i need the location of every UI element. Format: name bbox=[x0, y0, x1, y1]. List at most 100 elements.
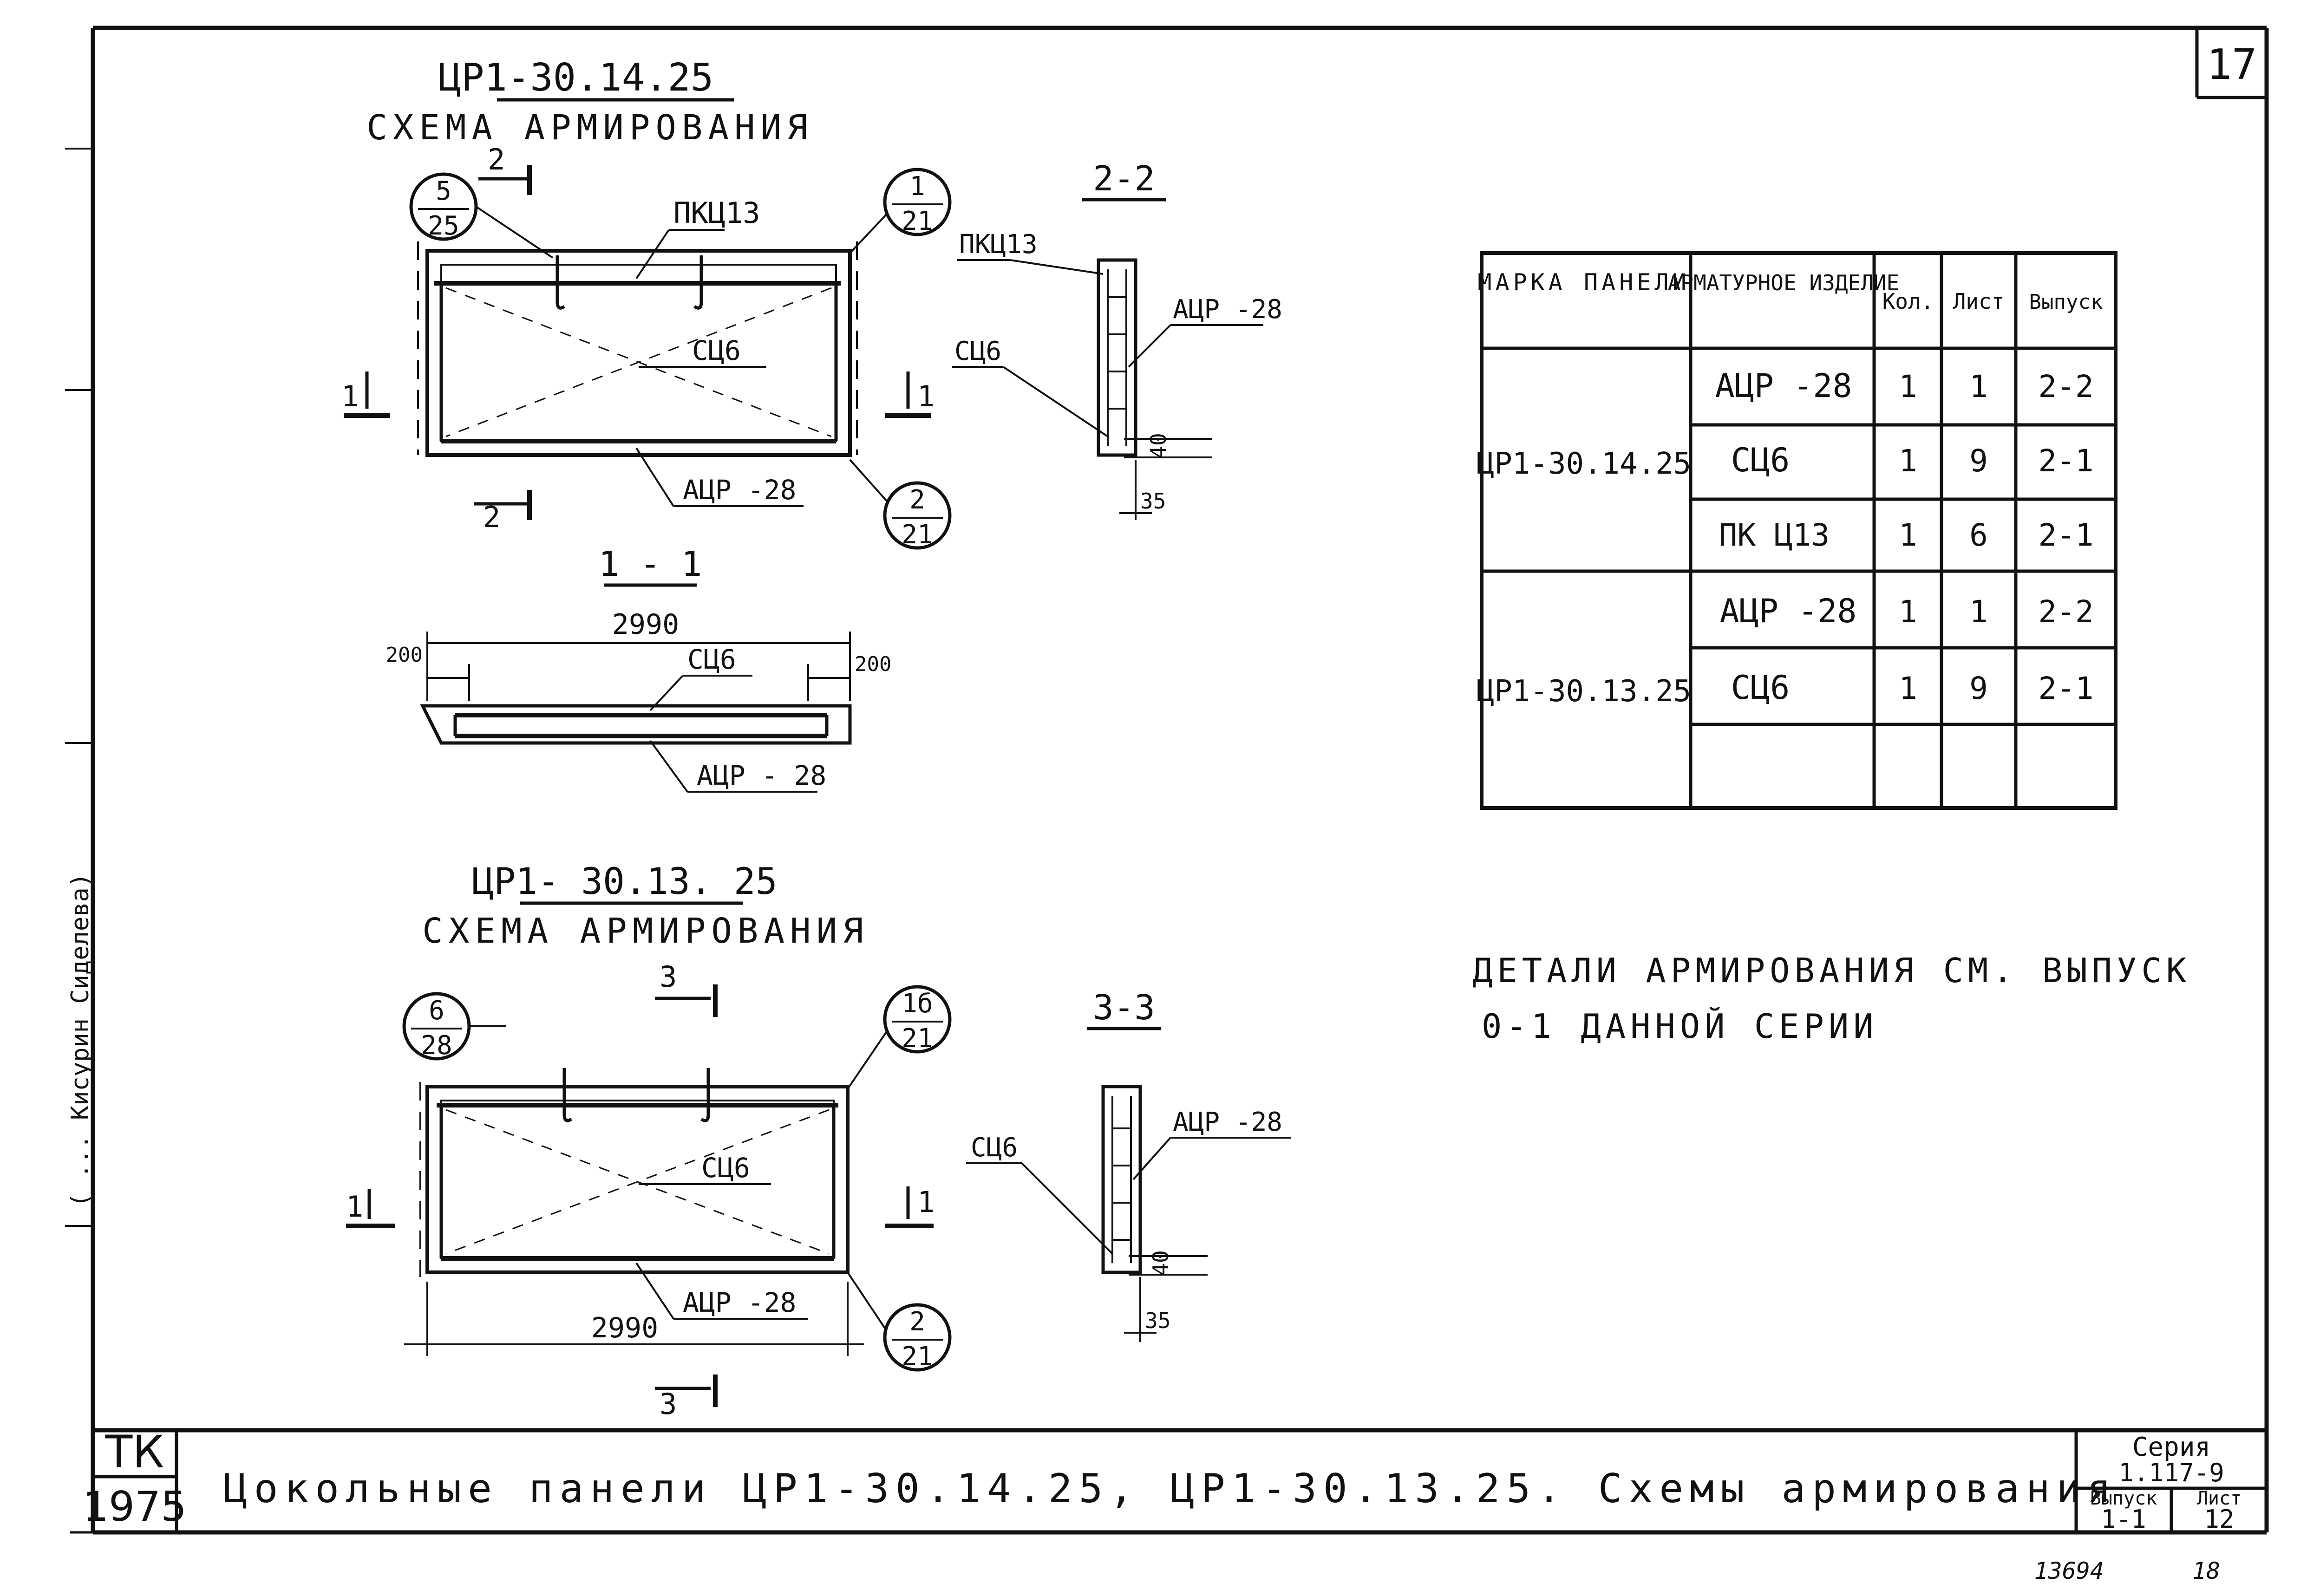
svg-text:3: 3 bbox=[660, 960, 677, 994]
svg-text:1: 1 bbox=[909, 171, 925, 202]
svg-text:2-1: 2-1 bbox=[2038, 517, 2093, 553]
svg-text:21: 21 bbox=[902, 206, 933, 236]
section-3-3-dim-40: 40 bbox=[1148, 1250, 1173, 1276]
sheet-frame bbox=[65, 26, 2269, 1535]
title-block: ТК 1975 Цокольные панели ЦР1-30.14.25, Ц… bbox=[83, 1426, 2267, 1534]
section-2-2-dim-40: 40 bbox=[1146, 433, 1171, 458]
panel-b-callout-1b: 1б 21 bbox=[847, 985, 952, 1090]
svg-text:1: 1 bbox=[1899, 443, 1917, 479]
panel-b-cut-3-top: 3 bbox=[655, 960, 718, 1017]
issue-label: Выпуск bbox=[2090, 1488, 2157, 1509]
svg-text:1: 1 bbox=[1899, 671, 1917, 706]
stamp-year: 1975 bbox=[83, 1483, 187, 1531]
svg-text:2-1: 2-1 bbox=[2038, 671, 2093, 706]
svg-text:2-2: 2-2 bbox=[2038, 369, 2093, 404]
side-signature: ( ... Кисурин Сиделева) bbox=[66, 873, 94, 1207]
sheet-title: Цокольные панели ЦР1-30.14.25, ЦР1-30.13… bbox=[223, 1466, 2117, 1512]
panel-b-label-acr: АЦР -28 bbox=[683, 1287, 796, 1318]
svg-text:28: 28 bbox=[421, 1030, 452, 1061]
table-panel-2: ЦР1-30.13.25 bbox=[1477, 674, 1691, 709]
table-row-2-item: СЦ6 bbox=[1731, 441, 1790, 479]
svg-text:1: 1 bbox=[1969, 594, 1988, 630]
section-2-2: 2-2 ПКЦ13 СЦ6 АЦР -28 40 35 bbox=[952, 159, 1282, 520]
svg-text:1: 1 bbox=[341, 379, 359, 413]
section-3-3-title: 3-3 bbox=[1093, 988, 1155, 1028]
svg-text:3: 3 bbox=[660, 1387, 677, 1421]
svg-text:1: 1 bbox=[1899, 369, 1917, 404]
panel-b-plan: ЦР1- 30.13. 25 СХЕМА АРМИРОВАНИЯ 6 28 1б… bbox=[346, 861, 952, 1421]
svg-text:2-1: 2-1 bbox=[2038, 443, 2093, 479]
section-3-3-label-sc: СЦ6 bbox=[971, 1133, 1018, 1163]
table-row-4-item: АЦР -28 bbox=[1719, 592, 1856, 630]
svg-text:21: 21 bbox=[902, 1342, 933, 1372]
sheet-value: 12 bbox=[2204, 1505, 2234, 1534]
sheet-label: Лист bbox=[2197, 1488, 2242, 1509]
panel-a-plan: ЦР1-30.14.25 СХЕМА АРМИРОВАНИЯ 5 25 1 bbox=[341, 56, 952, 550]
table-header-issue: Выпуск bbox=[2029, 290, 2103, 314]
panel-b-cut-1-left: 1 bbox=[346, 1189, 395, 1228]
section-1-1-dim-total: 2990 bbox=[612, 608, 680, 641]
inventory-number: 13694 bbox=[2034, 1557, 2104, 1584]
section-2-2-dim-35: 35 bbox=[1140, 489, 1166, 514]
note: ДЕТАЛИ АРМИРОВАНИЯ СМ. ВЫПУСК 0-1 ДАННОЙ… bbox=[1472, 951, 2191, 1046]
series-label: Серия bbox=[2132, 1432, 2211, 1462]
svg-text:1: 1 bbox=[1969, 369, 1988, 404]
svg-text:21: 21 bbox=[902, 1023, 933, 1054]
panel-a-callout-5: 5 25 bbox=[409, 172, 554, 259]
svg-text:2: 2 bbox=[483, 500, 500, 534]
specification-table: МАРКА ПАНЕЛИ АРМАТУРНОЕ ИЗДЕЛИЕ Кол. Лис… bbox=[1477, 251, 2117, 810]
section-1-1-dim-right: 200 bbox=[855, 652, 891, 676]
sheet-number-box: 17 bbox=[2195, 28, 2267, 99]
svg-text:21: 21 bbox=[902, 520, 933, 550]
section-1-1: 1 - 1 2990 200 200 СЦ6 АЦР - 28 bbox=[386, 544, 891, 793]
panel-a-cut-2-bottom: 2 bbox=[474, 490, 532, 534]
section-1-1-label-acr: АЦР - 28 bbox=[697, 760, 826, 791]
svg-text:2-2: 2-2 bbox=[2038, 594, 2093, 630]
note-line-2: 0-1 ДАННОЙ СЕРИИ bbox=[1482, 1007, 1878, 1046]
svg-text:9: 9 bbox=[1969, 443, 1988, 479]
svg-text:5: 5 bbox=[436, 176, 451, 206]
section-2-2-label-pkc: ПКЦ13 bbox=[959, 229, 1038, 260]
table-row-3-item: ПК Ц13 bbox=[1719, 517, 1830, 553]
panel-a-scheme-label: СХЕМА АРМИРОВАНИЯ bbox=[366, 108, 813, 148]
section-3-3-dim-35: 35 bbox=[1145, 1308, 1170, 1333]
svg-text:25: 25 bbox=[428, 211, 459, 241]
section-1-1-title: 1 - 1 bbox=[599, 544, 702, 584]
panel-b-callout-2: 2 21 bbox=[847, 1271, 952, 1372]
panel-a-label-sc: СЦ6 bbox=[692, 335, 741, 366]
svg-text:1: 1 bbox=[1899, 517, 1917, 553]
panel-a-cut-1-right: 1 bbox=[885, 371, 935, 418]
panel-a-cut-1-left: 1 bbox=[341, 371, 390, 418]
panel-b-mark: ЦР1- 30.13. 25 bbox=[472, 861, 777, 903]
section-1-1-dim-left: 200 bbox=[386, 643, 423, 667]
svg-text:1б: 1б bbox=[902, 989, 933, 1019]
panel-b-callout-6: 6 28 bbox=[402, 992, 506, 1061]
svg-text:6: 6 bbox=[1969, 517, 1988, 553]
panel-b-cut-1-right: 1 bbox=[885, 1185, 935, 1228]
svg-text:1: 1 bbox=[346, 1190, 363, 1224]
svg-text:1: 1 bbox=[917, 1185, 935, 1219]
stamp-tk: ТК bbox=[105, 1426, 164, 1478]
svg-text:2: 2 bbox=[909, 485, 925, 515]
section-3-3: 3-3 СЦ6 АЦР -28 40 35 bbox=[966, 988, 1291, 1342]
inventory-page: 18 bbox=[2192, 1557, 2220, 1584]
svg-text:2: 2 bbox=[488, 143, 505, 176]
table-panel-1: ЦР1-30.14.25 bbox=[1477, 447, 1691, 481]
table-row-1-item: АЦР -28 bbox=[1715, 367, 1852, 405]
panel-b-cut-3-bottom: 3 bbox=[655, 1375, 718, 1421]
note-line-1: ДЕТАЛИ АРМИРОВАНИЯ СМ. ВЫПУСК bbox=[1472, 951, 2191, 990]
panel-a-mark: ЦР1-30.14.25 bbox=[438, 56, 713, 100]
section-2-2-title: 2-2 bbox=[1093, 159, 1155, 199]
panel-a-label-pkc: ПКЦ13 bbox=[673, 196, 760, 230]
svg-text:1: 1 bbox=[917, 379, 935, 413]
panel-a-callout-2: 2 21 bbox=[849, 459, 952, 550]
sheet-number: 17 bbox=[2207, 40, 2257, 89]
section-3-3-label-acr: АЦР -28 bbox=[1173, 1107, 1282, 1137]
section-1-1-label-sc: СЦ6 bbox=[687, 644, 736, 675]
table-row-5-item: СЦ6 bbox=[1731, 669, 1790, 707]
panel-b-label-sc: СЦ6 bbox=[701, 1152, 750, 1184]
table-header-panel: МАРКА ПАНЕЛИ bbox=[1477, 269, 1690, 296]
panel-a-label-acr: АЦР -28 bbox=[683, 474, 796, 506]
section-2-2-label-acr: АЦР -28 bbox=[1173, 294, 1282, 325]
section-2-2-label-sc: СЦ6 bbox=[954, 336, 1001, 366]
